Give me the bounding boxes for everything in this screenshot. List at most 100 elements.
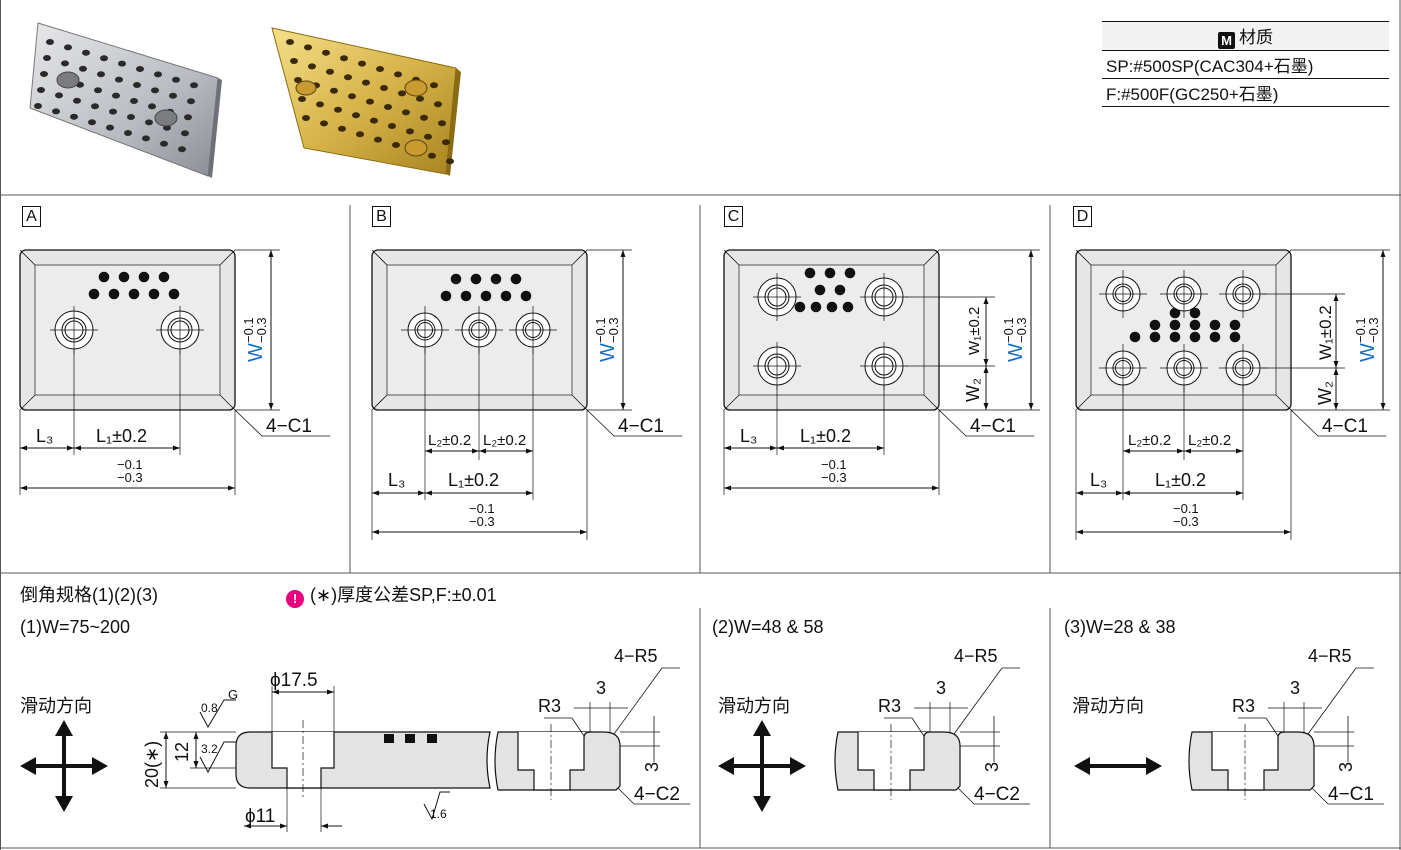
graphite-dot <box>340 55 348 62</box>
direction-arrows-2 <box>718 720 806 812</box>
plate-d-l-tol-lo: −0.3 <box>1173 514 1199 529</box>
graphite-dot <box>46 39 54 45</box>
direction-arrows-3 <box>1074 757 1162 775</box>
graphite-dot <box>316 101 324 108</box>
section1-thickness-part: 12 <box>172 742 192 762</box>
plate-d-l3: L₃ <box>1090 470 1107 490</box>
plate-d-hole-top-3 <box>1219 270 1267 318</box>
type-tag-c: C <box>724 206 743 227</box>
section1-end-detail-dim3-v: 3 <box>642 762 662 772</box>
plate-d-w: W−0.1−0.3 <box>1353 317 1381 362</box>
graphite-dot <box>127 114 135 120</box>
section2-end-detail-dim3-v: 3 <box>982 762 1002 772</box>
graphite-dot <box>79 65 87 72</box>
graphite-dot <box>133 82 141 88</box>
graphite-dot <box>136 66 144 72</box>
material-title: 材质 <box>1239 28 1273 47</box>
plate-d-hole-bottom-3 <box>1219 344 1267 392</box>
direction-arrows-1 <box>20 720 108 812</box>
graphite-dot <box>142 135 150 142</box>
roughness-1-6-mark <box>423 791 450 821</box>
plate-b-l-tol-lo: −0.3 <box>469 514 495 529</box>
plate-b-graphite-dots <box>440 273 532 302</box>
graphite-dot <box>91 103 99 110</box>
steel-plate-photo <box>29 22 222 178</box>
graphite-dot <box>384 104 392 110</box>
plate-b-hole-1 <box>401 306 449 354</box>
warning-icon: ! <box>286 590 304 608</box>
section1-title: (1)W=75~200 <box>20 617 131 637</box>
graphite-dot <box>344 74 352 81</box>
section2-end-detail-r5: 4−R5 <box>954 646 998 666</box>
plate-b-w: W−0.1−0.3 <box>593 317 621 362</box>
graphite-dot <box>178 146 186 153</box>
roughness-0-8-mark <box>199 699 236 729</box>
graphite-dot <box>112 92 120 99</box>
plate-c-hole-4 <box>860 342 908 390</box>
graphite-dot <box>160 140 168 147</box>
plate-d-w-tol-up: −0.1 <box>1353 317 1368 343</box>
graphite-dot <box>70 113 78 120</box>
section3-end-detail-dim3-v: 3 <box>1336 762 1356 772</box>
graphite-dot <box>154 71 162 78</box>
graphite-dot <box>334 106 342 113</box>
section2-title: (2)W=48 & 58 <box>712 617 824 637</box>
graphite-dot <box>434 101 442 108</box>
roughness-3-2-mark <box>199 741 236 774</box>
bronze-plate-photo <box>271 27 461 176</box>
section1-graphite-1 <box>384 734 394 743</box>
plate-c-w: W−0.1−0.3 <box>1001 317 1029 362</box>
plate-b-l1: L₁±0.2 <box>448 470 499 490</box>
material-row-f: F:#500F(GC250+石墨) <box>1102 78 1389 107</box>
plate-d-graphite-dots <box>1129 307 1241 343</box>
graphite-dot <box>380 85 388 91</box>
sliding-direction-1: 滑动方向 <box>20 696 92 716</box>
graphite-dot <box>151 87 159 94</box>
graphite-dot <box>338 125 346 132</box>
type-tag-b: B <box>372 206 391 227</box>
graphite-dot <box>172 76 180 83</box>
graphite-dot <box>52 108 60 115</box>
plate-a-l1: L₁±0.2 <box>96 426 147 446</box>
plate-a-graphite-dots <box>88 271 180 300</box>
graphite-dot <box>420 114 428 121</box>
plate-a-l-tol-up: −0.1 <box>117 457 143 472</box>
plate-b-l2-2: L₂±0.2 <box>483 432 526 449</box>
plate-c-hole-2 <box>860 273 908 321</box>
graphite-dot <box>438 120 446 127</box>
section1-end-detail-r5: 4−R5 <box>614 646 658 666</box>
plate-c-l-tol-up: −0.1 <box>821 457 847 472</box>
plate-d-hole-bottom-1 <box>1099 344 1147 392</box>
graphite-dot <box>446 158 454 165</box>
plate-d-w-letter: W <box>1357 343 1379 362</box>
graphite-dot <box>430 82 438 89</box>
graphite-dot <box>302 115 310 121</box>
thickness-note-text: (∗)厚度公差SP,F:±0.01 <box>310 585 497 605</box>
graphite-dot <box>320 120 328 127</box>
section1-thickness-total: 20(∗) <box>142 741 162 788</box>
plate-a-w-tol-lo: −0.3 <box>254 317 269 343</box>
plate-b-w-tol-lo: −0.3 <box>606 317 621 343</box>
graphite-dot <box>286 39 294 45</box>
graphite-dot <box>106 124 114 131</box>
plate-c-chamfer: 4−C1 <box>970 416 1016 437</box>
graphite-dot <box>82 49 90 56</box>
graphite-dot <box>326 68 334 75</box>
type-tag-a: A <box>22 206 41 227</box>
plate-d-w2: W₂ <box>1315 381 1335 405</box>
plate-d-hole-top-1 <box>1099 270 1147 318</box>
graphite-dot <box>130 98 138 104</box>
plate-b-l2-1: L₂±0.2 <box>428 432 471 449</box>
graphite-dot <box>190 82 198 89</box>
graphite-dot <box>109 108 117 115</box>
graphite-dot <box>402 109 410 116</box>
graphite-dot <box>43 55 51 61</box>
graphite-dot <box>88 119 96 126</box>
